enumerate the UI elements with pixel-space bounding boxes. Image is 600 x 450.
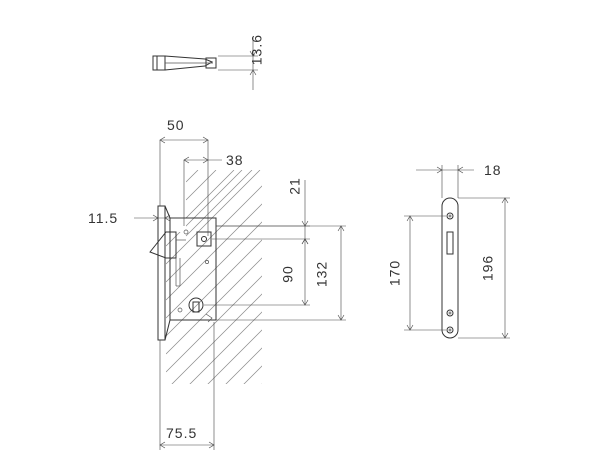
pin-diameter-label: 13.6	[249, 34, 265, 65]
dim-case-depth: 75.5	[159, 322, 215, 450]
faceplate-front	[441, 197, 459, 339]
faceplate-thickness-label: 11.5	[88, 210, 118, 226]
lock-body	[149, 205, 217, 341]
spindle-offset-label: 21	[287, 177, 303, 195]
faceplate-height-label: 196	[480, 255, 496, 281]
center-distance-label: 90	[280, 265, 296, 283]
dim-screw-spacing: 170	[387, 215, 446, 331]
pin-part: 13.6	[152, 34, 265, 90]
dim-handle-backset: 38	[183, 152, 244, 226]
faceplate-width-label: 18	[484, 162, 502, 178]
body-height-label: 132	[314, 261, 330, 287]
case-depth-label: 75.5	[166, 425, 197, 441]
dim-faceplate-thickness: 11.5	[88, 210, 192, 226]
screw-spacing-label: 170	[387, 260, 403, 286]
dim-faceplate-height: 196	[458, 197, 510, 339]
dim-faceplate-width: 18	[416, 162, 502, 198]
backset-width-label: 50	[167, 117, 185, 133]
dim-body-height: 132	[216, 225, 346, 321]
door-section-hatch	[166, 170, 262, 384]
dim-backset-width: 50	[159, 117, 209, 236]
handle-backset-label: 38	[226, 152, 244, 168]
dim-center-distance: 90	[204, 238, 310, 306]
